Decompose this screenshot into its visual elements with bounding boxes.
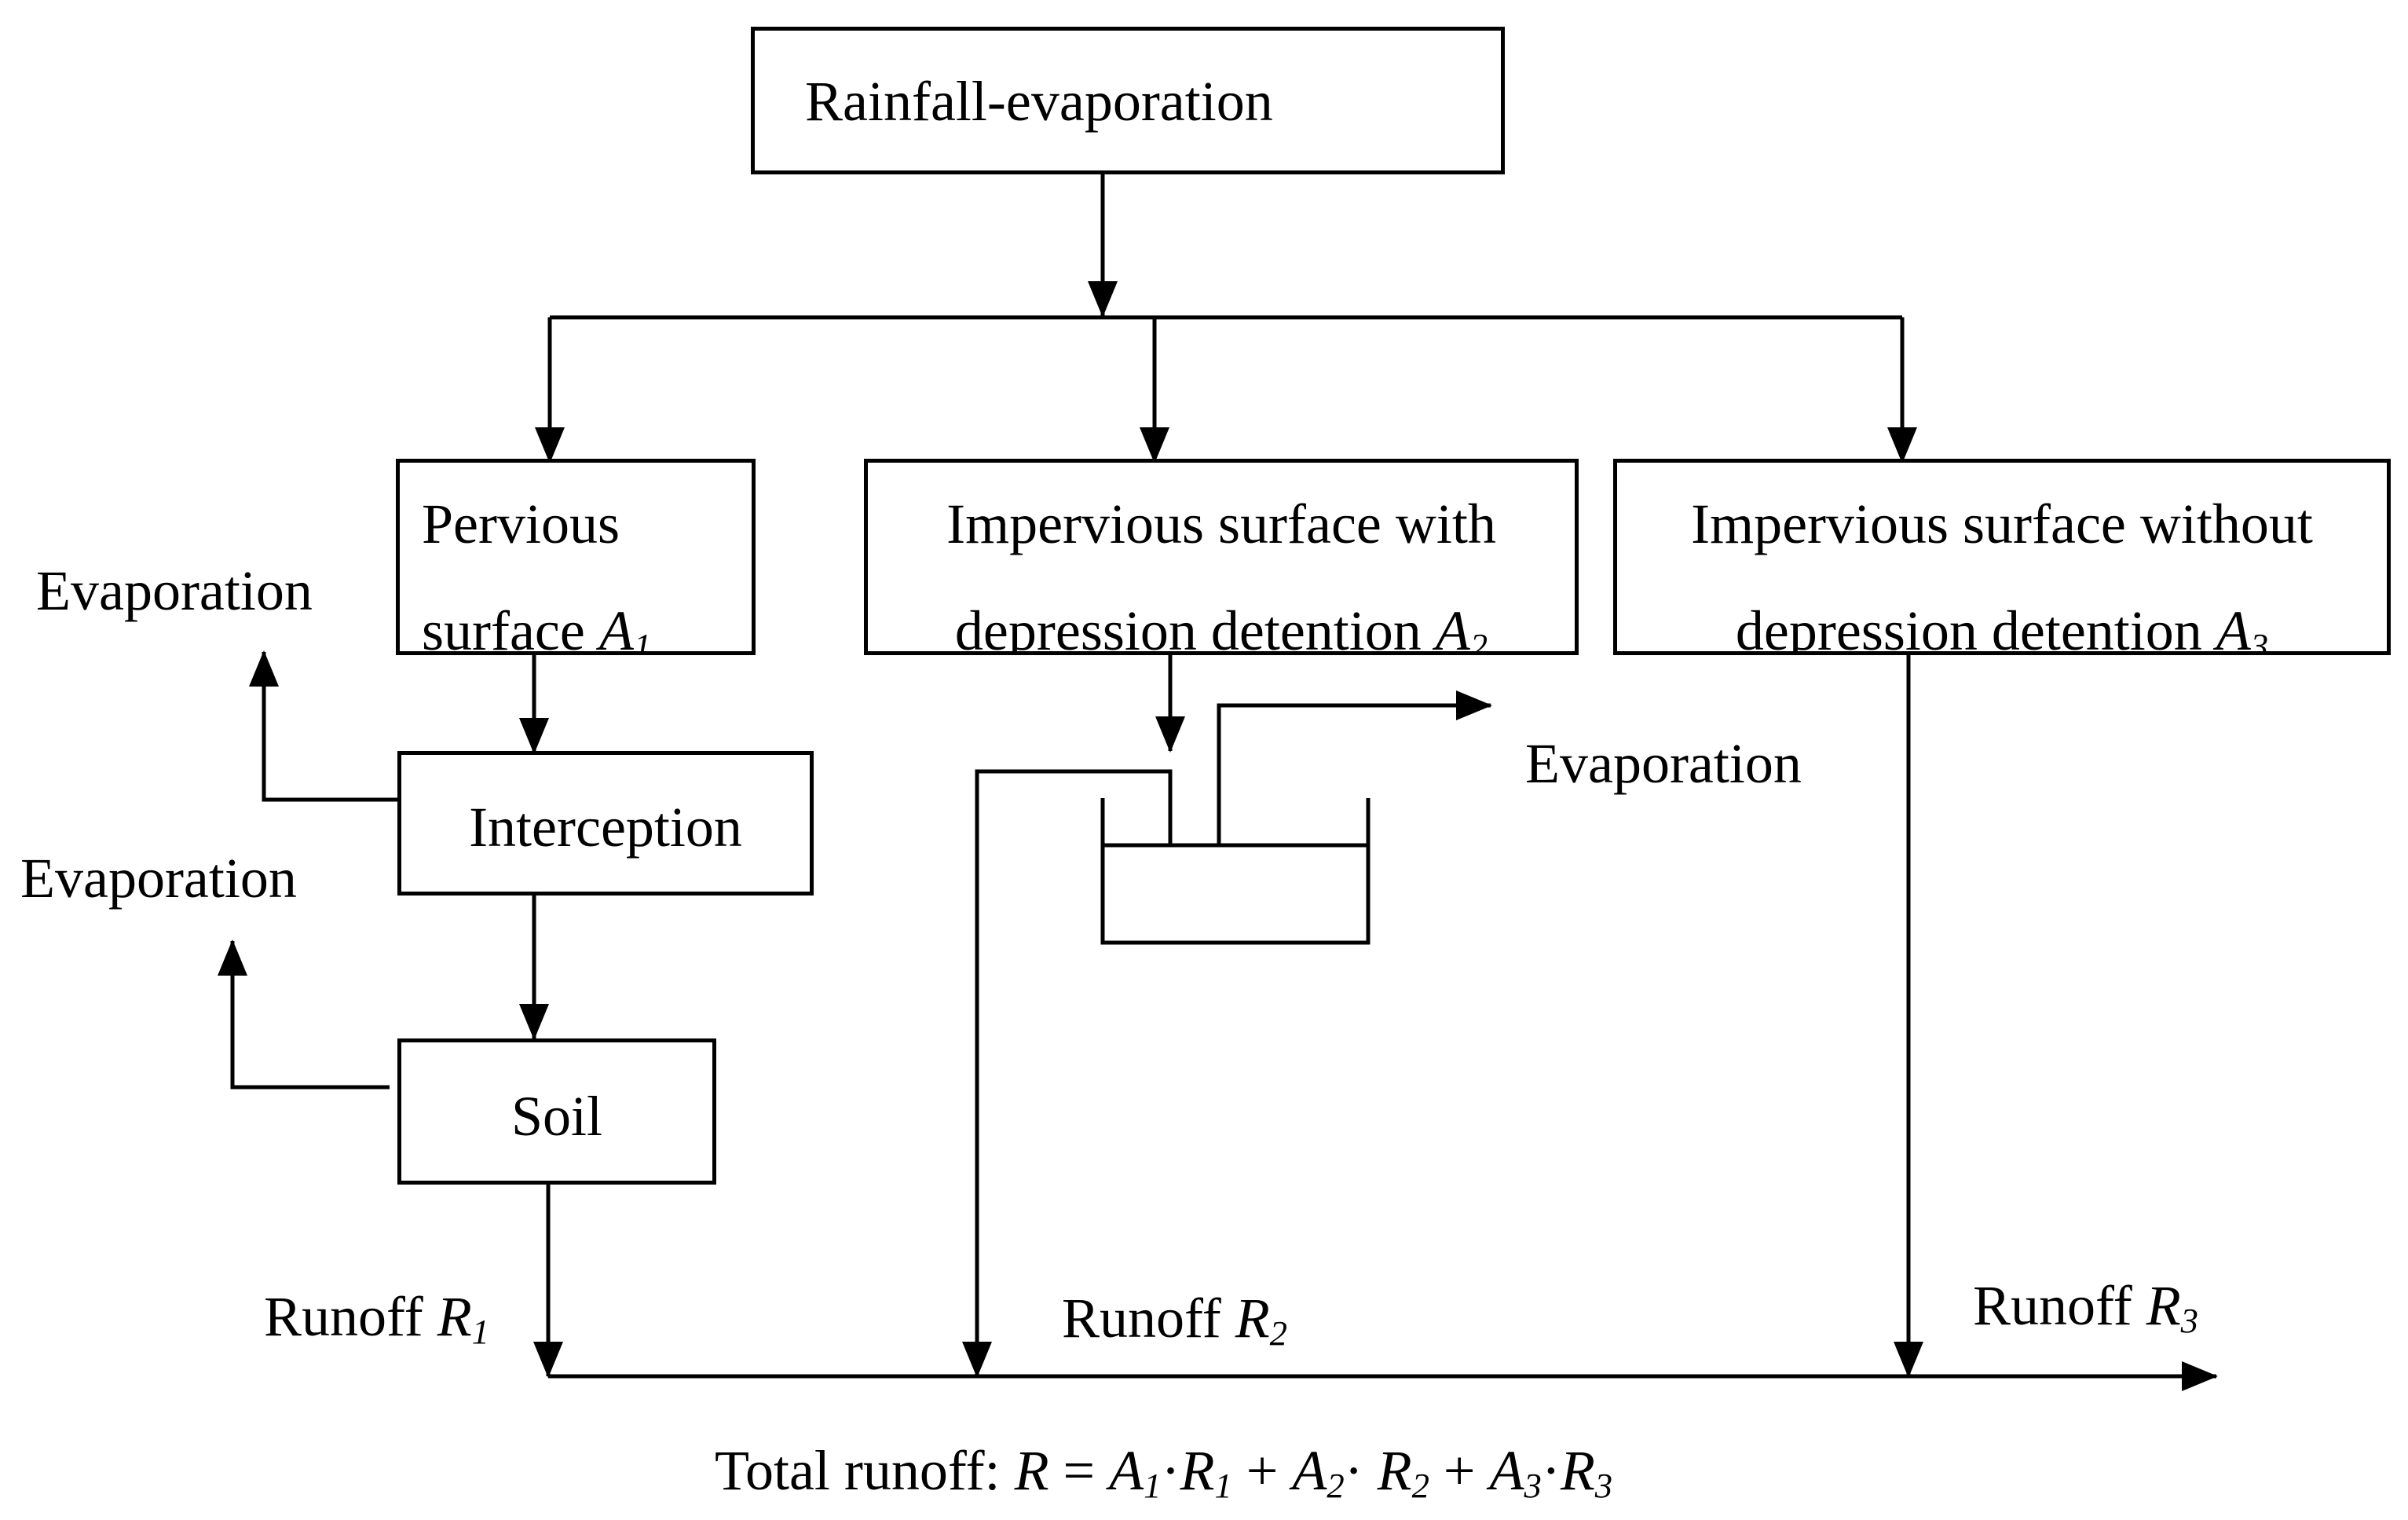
runoff1-text: Runoff: [264, 1285, 423, 1348]
evaporation-label-depression: Evaporation: [1525, 732, 1802, 795]
formula-plus-1: +: [1231, 1439, 1293, 1502]
imp-without-sub: 3: [2250, 625, 2269, 655]
formula-total-var: R: [1014, 1439, 1049, 1502]
formula-a1-sub: 1: [1144, 1465, 1162, 1505]
formula-a2: A: [1292, 1439, 1327, 1502]
imp-without-line2: depression detention A3: [1617, 603, 2387, 655]
formula-a2-sub: 2: [1327, 1465, 1345, 1505]
runoff1-sub: 1: [471, 1311, 489, 1351]
runoff1-var: R: [437, 1285, 472, 1348]
rainfall-evaporation-box: Rainfall-evaporation: [751, 27, 1505, 174]
imp-with-var: A: [1435, 599, 1470, 655]
runoff-label-1: Runoff R1: [264, 1285, 489, 1349]
formula-dot-1: ·: [1161, 1439, 1180, 1502]
pervious-line2: surface A1: [422, 603, 652, 655]
imp-with-line2: depression detention A2: [868, 603, 1575, 655]
formula-a1: A: [1109, 1439, 1144, 1502]
runoff-label-3: Runoff R3: [1973, 1274, 2198, 1338]
interception-evaporation-arrow: [249, 650, 397, 802]
depression-tank: [1100, 798, 1371, 945]
formula-a3-sub: 3: [1524, 1465, 1542, 1505]
formula-r1-sub: 1: [1214, 1465, 1232, 1505]
evaporation-label-pervious: Evaporation: [36, 559, 313, 622]
imp-with-line1: Impervious surface with: [946, 493, 1496, 555]
soil-evaporation-arrow: [218, 939, 390, 1090]
formula-equals: =: [1048, 1439, 1110, 1502]
formula-a3: A: [1489, 1439, 1524, 1502]
pervious-sub: 1: [633, 625, 652, 655]
imp-with-sub: 2: [1469, 625, 1488, 655]
formula-r2-sub: 2: [1411, 1465, 1429, 1505]
runoff2-sub: 2: [1269, 1313, 1287, 1353]
interception-box: Interception: [397, 751, 814, 896]
imp-without-var: A: [2216, 599, 2251, 655]
pervious-line1: Pervious: [422, 493, 620, 555]
formula-r1: R: [1180, 1439, 1215, 1502]
formula-plus-2: +: [1429, 1439, 1490, 1502]
runoff2-text: Runoff: [1062, 1287, 1221, 1350]
pervious-surface-box: Pervious surface A1: [396, 459, 756, 655]
runoff3-sub: 3: [2180, 1300, 2198, 1340]
imp-with-line2-text: depression detention: [954, 599, 1422, 655]
formula-r2: R: [1377, 1439, 1412, 1502]
depression-overflow-arrow: [962, 769, 1173, 1378]
impervious-with-depression-box: Impervious surface with depression deten…: [864, 459, 1579, 655]
depression-evaporation-arrow: [1217, 690, 1492, 845]
formula-r3-sub: 3: [1594, 1465, 1613, 1505]
imp-without-line2-text: depression detention: [1735, 599, 2202, 655]
interception-label: Interception: [469, 796, 742, 859]
formula-prefix: Total runoff:: [715, 1439, 1015, 1502]
formula-dot-2: ·: [1344, 1439, 1378, 1502]
rainfall-evaporation-label: Rainfall-evaporation: [805, 70, 1273, 133]
imp-without-line1: Impervious surface without: [1691, 493, 2313, 555]
formula-r3: R: [1560, 1439, 1595, 1502]
runoff-label-2: Runoff R2: [1062, 1290, 1287, 1350]
evaporation-label-interception: Evaporation: [20, 847, 297, 910]
pervious-var: A: [598, 599, 634, 655]
formula-dot-3: ·: [1541, 1439, 1561, 1502]
total-runoff-formula: Total runoff: R = A1·R1 + A2· R2 + A3·R3: [715, 1439, 1612, 1503]
runoff2-var: R: [1235, 1287, 1270, 1350]
runoff3-text: Runoff: [1973, 1274, 2132, 1337]
impervious-without-depression-box: Impervious surface without depression de…: [1613, 459, 2391, 655]
runoff3-var: R: [2146, 1274, 2181, 1337]
soil-label: Soil: [511, 1085, 603, 1148]
pervious-line2-text: surface: [422, 599, 585, 655]
soil-box: Soil: [397, 1038, 716, 1185]
